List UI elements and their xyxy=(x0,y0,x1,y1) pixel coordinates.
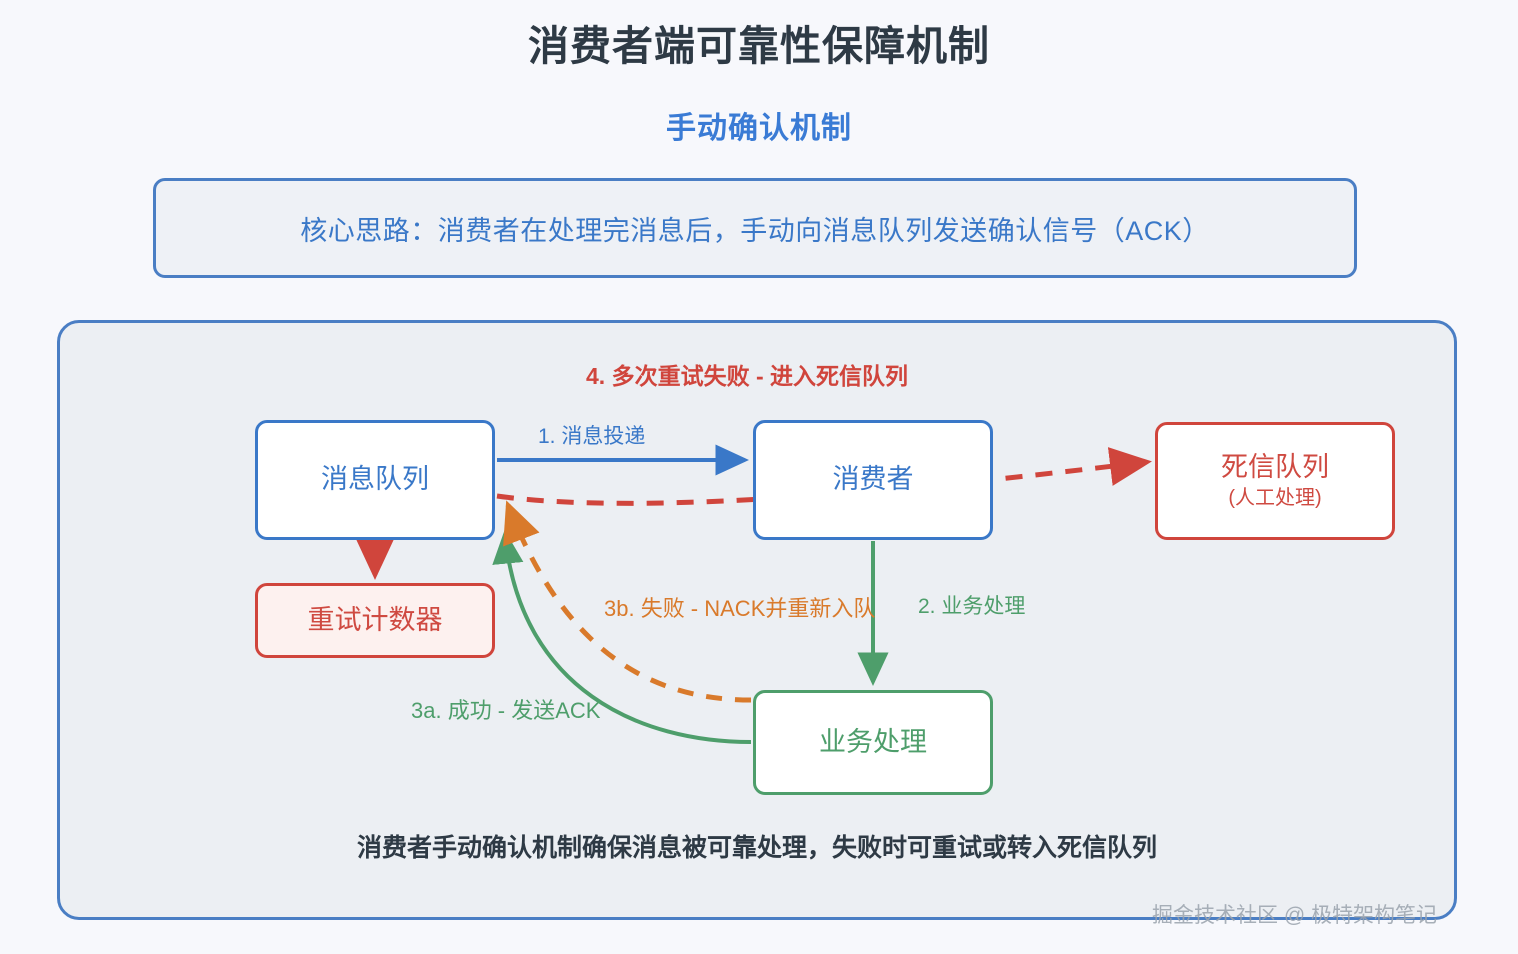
core-idea-text: 核心思路：消费者在处理完消息后，手动向消息队列发送确认信号（ACK） xyxy=(300,215,1210,246)
node-message-queue-label: 消息队列 xyxy=(321,464,429,495)
node-retry-counter[interactable]: 重试计数器 xyxy=(255,583,495,658)
edge-label-ack: 3a. 成功 - 发送ACK xyxy=(411,698,601,723)
footer-note: 消费者手动确认机制确保消息被可靠处理，失败时可重试或转入死信队列 xyxy=(356,834,1157,862)
edge-label-deliver: 1. 消息投递 xyxy=(538,425,646,448)
edge-label-nack: 3b. 失败 - NACK并重新入队 xyxy=(604,596,876,621)
node-business-processing[interactable]: 业务处理 xyxy=(753,690,993,795)
page-subtitle: 手动确认机制 xyxy=(666,112,852,145)
node-business-processing-label: 业务处理 xyxy=(819,726,927,757)
page-title: 消费者端可靠性保障机制 xyxy=(528,23,990,69)
node-dead-letter-queue[interactable]: 死信队列 (人工处理) xyxy=(1155,422,1395,540)
node-dead-letter-queue-label: 死信队列 xyxy=(1221,452,1329,483)
edge-label-dead-letter: 4. 多次重试失败 - 进入死信队列 xyxy=(586,363,909,389)
watermark: 掘金技术社区 @ 极特架构笔记 xyxy=(1152,904,1437,927)
edge-label-business: 2. 业务处理 xyxy=(918,595,1026,618)
core-idea-banner: 核心思路：消费者在处理完消息后，手动向消息队列发送确认信号（ACK） xyxy=(153,178,1357,278)
node-consumer[interactable]: 消费者 xyxy=(753,420,993,540)
node-dead-letter-queue-sublabel: (人工处理) xyxy=(1228,486,1322,509)
node-consumer-label: 消费者 xyxy=(832,464,914,495)
node-retry-counter-label: 重试计数器 xyxy=(307,604,443,635)
node-message-queue[interactable]: 消息队列 xyxy=(255,420,495,540)
